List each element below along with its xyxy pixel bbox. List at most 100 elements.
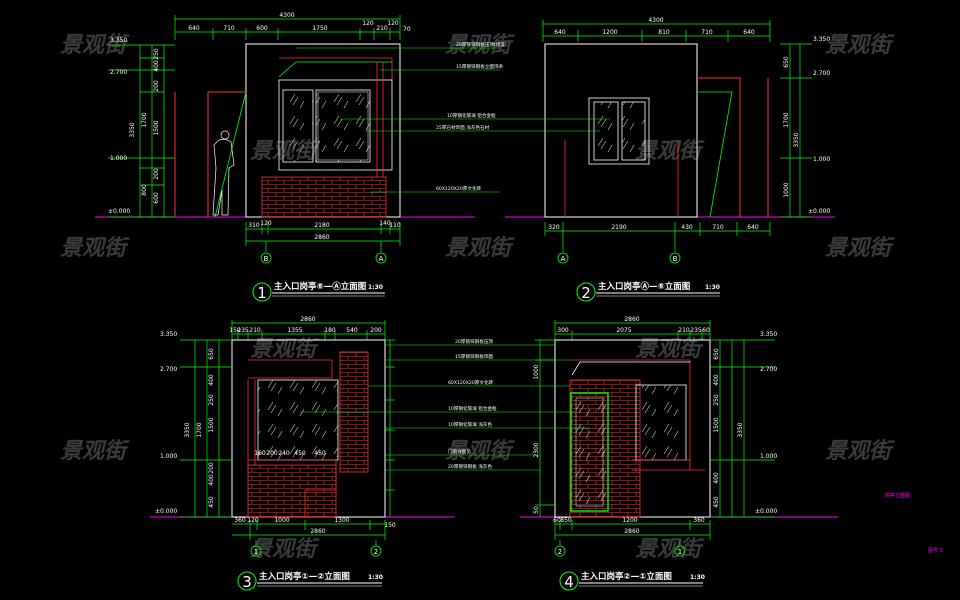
svg-text:710: 710 bbox=[701, 29, 713, 36]
dim-label: 210 bbox=[376, 25, 388, 32]
annotation: 15厚镀锌钢板立面饰条 bbox=[456, 63, 504, 70]
svg-text:450: 450 bbox=[294, 450, 306, 457]
svg-text:门扇详图见: 门扇详图见 bbox=[448, 448, 471, 455]
svg-text:180: 180 bbox=[324, 327, 336, 334]
svg-text:2: 2 bbox=[558, 548, 562, 556]
svg-text:640: 640 bbox=[554, 29, 566, 36]
svg-text:640: 640 bbox=[747, 224, 759, 231]
svg-text:3: 3 bbox=[242, 573, 252, 591]
svg-text:1.000: 1.000 bbox=[760, 453, 777, 460]
svg-text:2860: 2860 bbox=[310, 528, 325, 535]
svg-text:450: 450 bbox=[208, 496, 215, 508]
brick-base bbox=[261, 176, 387, 218]
svg-text:450: 450 bbox=[713, 496, 720, 508]
svg-text:1500: 1500 bbox=[208, 417, 215, 432]
svg-text:2.700: 2.700 bbox=[760, 366, 777, 373]
svg-text:640: 640 bbox=[743, 29, 755, 36]
svg-text:3.350: 3.350 bbox=[813, 36, 830, 43]
svg-text:4: 4 bbox=[564, 573, 574, 591]
watermark-layer: 景观街 景观街 景观街 景观街 景观街 景观街 景观街 景观街 景观街 景观街 … bbox=[60, 33, 895, 562]
svg-text:3350: 3350 bbox=[793, 132, 800, 147]
svg-text:主入口岗亭①—②立面图: 主入口岗亭①—②立面图 bbox=[259, 571, 350, 582]
building-outline bbox=[231, 339, 386, 518]
svg-text:200: 200 bbox=[153, 80, 160, 92]
svg-text:430: 430 bbox=[681, 224, 693, 231]
watermark: 景观街 bbox=[825, 33, 895, 58]
svg-text:2860: 2860 bbox=[300, 316, 315, 323]
svg-text:1500: 1500 bbox=[713, 417, 720, 432]
svg-text:20厚镀锌钢板压顶: 20厚镀锌钢板压顶 bbox=[455, 338, 493, 345]
svg-text:1500: 1500 bbox=[153, 120, 160, 135]
svg-text:2860: 2860 bbox=[624, 528, 639, 535]
side-dimension-chain bbox=[180, 339, 232, 518]
svg-text:310: 310 bbox=[248, 222, 260, 229]
svg-text:650: 650 bbox=[208, 348, 215, 360]
svg-text:1000: 1000 bbox=[533, 364, 540, 379]
svg-text:250: 250 bbox=[153, 48, 160, 60]
annotation-leaders bbox=[300, 344, 540, 471]
level-label: 3.350 bbox=[110, 37, 127, 44]
svg-text:150: 150 bbox=[229, 327, 241, 334]
dim-label: 1750 bbox=[312, 25, 327, 32]
window-pane bbox=[635, 384, 687, 461]
view-number-bubble bbox=[252, 282, 272, 302]
svg-text:200: 200 bbox=[208, 462, 215, 474]
watermark: 景观街 bbox=[635, 537, 705, 562]
svg-text:360: 360 bbox=[234, 517, 246, 524]
svg-text:60X120X20厚文化砖: 60X120X20厚文化砖 bbox=[448, 379, 494, 386]
side-dimension-chain bbox=[780, 43, 812, 218]
dim-label: 600 bbox=[256, 25, 268, 32]
svg-text:850: 850 bbox=[560, 517, 572, 524]
svg-text:2860: 2860 bbox=[624, 316, 639, 323]
annotation: 20厚镀锌钢板压顶(烤漆) bbox=[456, 41, 507, 48]
top-dimension-chain bbox=[542, 20, 771, 42]
svg-text:200: 200 bbox=[153, 168, 160, 180]
watermark: 景观街 bbox=[825, 439, 895, 464]
stray-label: 图号 3 bbox=[928, 548, 943, 554]
svg-text:110: 110 bbox=[389, 222, 401, 229]
svg-text:400: 400 bbox=[208, 474, 215, 486]
svg-text:160: 160 bbox=[254, 450, 266, 457]
svg-text:主入口岗亭②—①立面图: 主入口岗亭②—①立面图 bbox=[581, 571, 672, 582]
svg-text:60: 60 bbox=[553, 517, 561, 524]
svg-text:2.700: 2.700 bbox=[813, 70, 830, 77]
svg-text:1200: 1200 bbox=[622, 517, 637, 524]
window-pane bbox=[315, 89, 371, 163]
watermark: 景观街 bbox=[635, 139, 705, 164]
axis-bubble bbox=[260, 252, 272, 264]
right-dimension-chain bbox=[385, 339, 395, 517]
svg-text:1700: 1700 bbox=[141, 112, 148, 127]
level-label: 1.000 bbox=[110, 155, 127, 162]
watermark: 景观街 bbox=[445, 33, 515, 58]
bottom-dimension-chain bbox=[554, 520, 711, 546]
svg-text:320: 320 bbox=[548, 224, 560, 231]
window-pane bbox=[257, 379, 339, 461]
svg-text:300: 300 bbox=[557, 327, 569, 334]
dim-label: 640 bbox=[188, 25, 200, 32]
svg-text:235: 235 bbox=[690, 327, 702, 334]
svg-text:150: 150 bbox=[384, 522, 396, 529]
svg-text:650: 650 bbox=[713, 348, 720, 360]
elevation-view-4: 2860 300 2075 210 235 60 bbox=[520, 316, 838, 591]
svg-text:210: 210 bbox=[249, 327, 261, 334]
axis-bubble bbox=[375, 252, 387, 264]
svg-text:1:30: 1:30 bbox=[368, 574, 383, 581]
level-label: ±0.000 bbox=[108, 208, 130, 215]
annotation: 10厚钢化玻璃 铝合金框 bbox=[447, 112, 496, 119]
svg-text:210: 210 bbox=[678, 327, 690, 334]
person-figure-icon bbox=[212, 130, 235, 216]
svg-text:50: 50 bbox=[533, 506, 540, 514]
svg-text:2: 2 bbox=[374, 548, 378, 556]
door-glass bbox=[570, 392, 609, 512]
svg-text:2.700: 2.700 bbox=[160, 366, 177, 373]
svg-text:200: 200 bbox=[266, 450, 278, 457]
elevation-view-2: 4300 640 1200 810 710 640 3.350 2.700 1.… bbox=[500, 17, 835, 302]
svg-text:±0.000: ±0.000 bbox=[155, 508, 177, 515]
annotation-leaders bbox=[540, 344, 590, 429]
svg-text:400: 400 bbox=[713, 374, 720, 386]
svg-text:3.350: 3.350 bbox=[160, 331, 177, 338]
watermark: 景观街 bbox=[825, 236, 895, 261]
building-outline bbox=[554, 339, 711, 518]
svg-text:20厚镀锌钢板 浅灰色: 20厚镀锌钢板 浅灰色 bbox=[448, 463, 492, 470]
window-pane bbox=[621, 101, 646, 161]
